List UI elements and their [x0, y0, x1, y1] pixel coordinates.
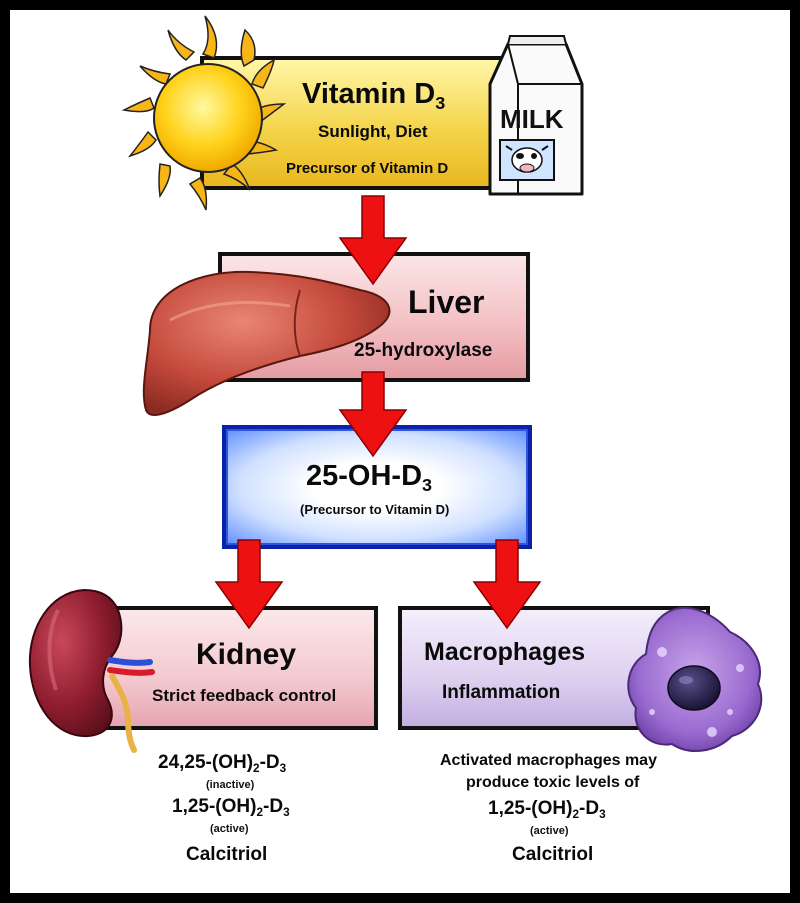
kidney-note: Strict feedback control [152, 686, 337, 705]
arrow-ohd-to-kidney [214, 539, 284, 630]
macrophages-note: Inflammation [442, 682, 561, 703]
kidney-icon [28, 588, 155, 753]
liver-title: Liver [408, 284, 485, 320]
arrow-vitd-to-liver [338, 195, 408, 286]
macrophage-caption-line1: Activated macrophages may [440, 752, 657, 769]
arrow-liver-to-ohd [338, 371, 408, 458]
milk-label: MILK [500, 104, 564, 134]
macrophage-calcitriol: Calcitriol [512, 844, 594, 865]
macrophage-caption-line2: produce toxic levels of [466, 774, 640, 791]
vitamin-d3-description: Precursor of Vitamin D [286, 160, 449, 177]
macrophages-title: Macrophages [424, 638, 586, 666]
sun-icon [121, 15, 287, 211]
macrophage-icon [627, 606, 763, 752]
25-oh-d3-note: (Precursor to Vitamin D) [300, 502, 450, 517]
vitamin-d3-title: Vitamin D3 [302, 78, 446, 114]
macrophage-product-active: 1,25-(OH)2-D3 [488, 798, 606, 822]
kidney-product-active: 1,25-(OH)2-D3 [172, 796, 290, 820]
liver-enzyme: 25-hydroxylase [354, 340, 493, 361]
vitamin-d3-sources: Sunlight, Diet [318, 122, 428, 141]
kidney-product-active-tag: (active) [210, 823, 249, 835]
milk-carton-icon: MILK [488, 35, 584, 196]
macrophage-product-active-tag: (active) [530, 825, 569, 837]
liver-icon [142, 270, 391, 416]
arrow-ohd-to-macrophages [472, 539, 542, 630]
kidney-title: Kidney [196, 638, 297, 671]
flow-arrows [214, 195, 542, 630]
kidney-product-inactive: 24,25-(OH)2-D3 [158, 752, 287, 776]
kidney-product-inactive-tag: (inactive) [206, 779, 255, 791]
kidney-calcitriol: Calcitriol [186, 844, 268, 865]
cow-icon [505, 145, 549, 173]
25-oh-d3-title: 25-OH-D3 [306, 460, 433, 496]
